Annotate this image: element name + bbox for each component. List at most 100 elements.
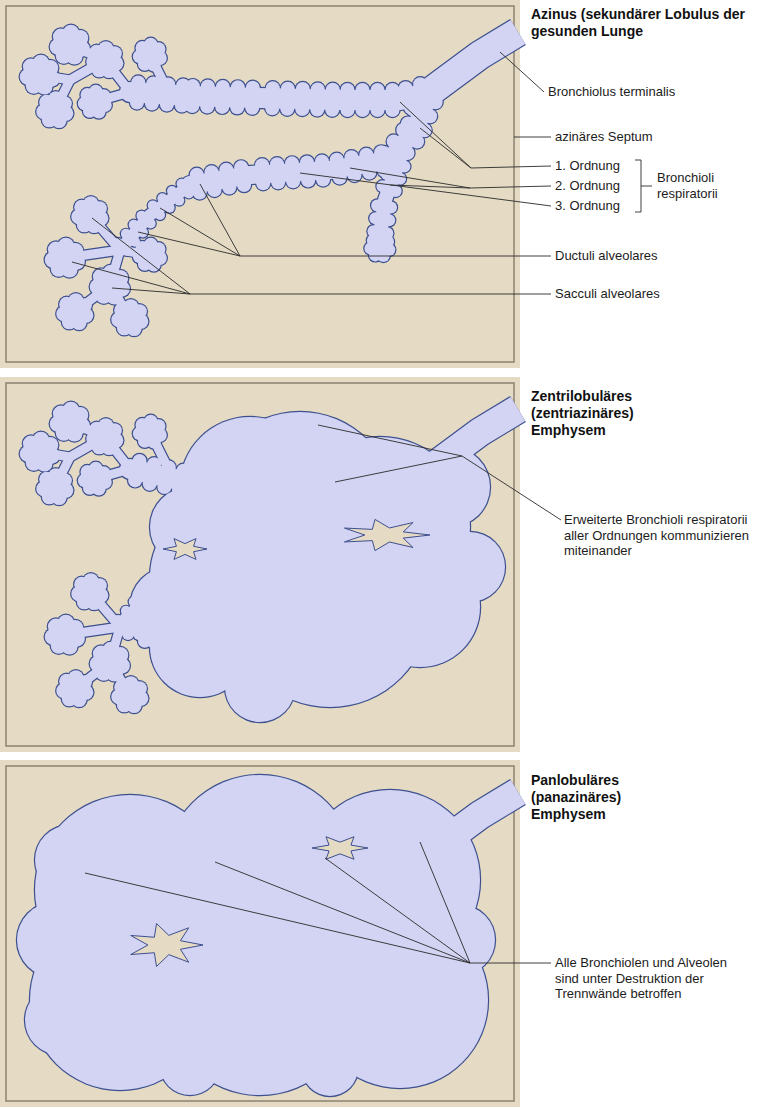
alveolus-lumen (176, 79, 190, 93)
alveolus-lumen (107, 46, 122, 61)
alveolus-lumen (311, 82, 325, 96)
residual-septum (344, 519, 430, 550)
alveolus-lumen (326, 83, 340, 97)
alveolus-lumen (130, 567, 210, 647)
alveolus-lumen (285, 156, 299, 170)
leader-line (420, 842, 470, 963)
alveolus-lumen (134, 610, 146, 622)
alveolus-lumen (97, 466, 111, 480)
alveolus-lumen (160, 1035, 220, 1095)
airway-outline (19, 23, 518, 337)
alveolus-lumen (184, 188, 194, 198)
alveolus-lumen (147, 457, 161, 471)
alveolus-lumen (150, 624, 162, 636)
alveolus-lumen (266, 81, 280, 95)
residual-septum (312, 837, 368, 860)
bronchiole-lumen (130, 92, 430, 100)
alveolus-lumen (265, 101, 279, 115)
leader-line (112, 288, 190, 294)
alveolus-lumen (295, 102, 309, 116)
part-label: 2. Ordnung (555, 178, 620, 194)
leader-lines (72, 52, 561, 963)
leader-line (215, 862, 470, 963)
alveolus-lumen (72, 407, 88, 423)
alveolus-lumen (152, 42, 166, 56)
airway-outline-tubes (40, 32, 518, 318)
alveolus-lumen (77, 298, 92, 313)
alveolus-lumen (341, 83, 355, 97)
alveolus-lumen (150, 487, 230, 567)
alveolus-lumen (176, 464, 190, 478)
part-label: Bronchiolus terminalis (548, 84, 675, 100)
alveolus-lumen (67, 243, 83, 259)
alveolus-lumen (205, 165, 219, 179)
alveolus-lumen (255, 158, 269, 172)
airway-outline (16, 774, 518, 1097)
alveolus-lumen (72, 30, 88, 46)
alveolus-lumen (237, 178, 251, 192)
alveolus-lumen (132, 304, 147, 319)
alveolus-lumen (300, 155, 314, 169)
alveolus-lumen (234, 160, 248, 174)
panel-ground (0, 760, 520, 1107)
leader-line (420, 128, 471, 168)
leader-line (85, 873, 551, 963)
alveolus-lumen (143, 477, 157, 491)
alveolus-lumen (136, 626, 148, 638)
alveolus-lumen (57, 96, 72, 111)
lung-panel (0, 0, 520, 368)
alveolus-lumen (161, 78, 175, 92)
alveolus-lumen (245, 101, 259, 115)
airway-fill-alveoli (20, 25, 443, 336)
alveolus-lumen (271, 175, 285, 189)
alveolus-lumen (256, 176, 270, 190)
alveolus-lumen (67, 620, 83, 636)
airway-fill (20, 402, 518, 722)
alveolus-lumen (177, 620, 189, 632)
alveolus-lumen (376, 180, 388, 192)
alveolus-lumen (356, 103, 370, 117)
alveolus-lumen (132, 681, 147, 696)
alveolus-lumen (398, 160, 410, 172)
alveolus-lumen (112, 270, 128, 286)
alveolus-lumen (325, 103, 339, 117)
lung-panel (0, 760, 520, 1107)
alveolus-lumen (177, 179, 187, 189)
alveolus-lumen (137, 211, 147, 221)
alveolus-lumen (57, 473, 72, 488)
alveolus-lumen (374, 145, 388, 159)
alveolus-lumen (222, 181, 236, 195)
leader-line (138, 232, 240, 256)
alveolus-lumen (42, 437, 58, 453)
alveolus-lumen (280, 102, 294, 116)
alveolus-lumen (362, 166, 376, 180)
part-label: Erweiterte Bronchioli respiratorii aller… (564, 512, 759, 559)
leader-line (335, 456, 462, 482)
alveolus-lumen (164, 622, 176, 634)
alveolus-lumen (240, 850, 420, 1030)
airway-outline-alveoli (16, 774, 496, 1097)
alveolus-lumen (130, 237, 140, 247)
alveolus-lumen (399, 81, 413, 95)
alveolus-lumen (133, 454, 147, 468)
alveolus-lumen (286, 174, 300, 188)
alveolus-lumen (107, 423, 122, 438)
alveolus-lumen (216, 80, 230, 94)
alveolus-lumen (172, 483, 186, 497)
alveolus-lumen (394, 173, 406, 185)
alveolus-lumen (429, 95, 443, 109)
alveolus-lumen (207, 183, 221, 197)
alveolus-lumen (387, 135, 401, 149)
alveolus-lumen (310, 102, 324, 116)
panel-ground (0, 0, 520, 368)
alveolus-lumen (161, 606, 173, 618)
leader-line (160, 208, 551, 256)
acinar-septum-frame (6, 6, 514, 362)
alveolus-lumen (345, 150, 359, 164)
leader-line (300, 173, 551, 206)
alveolus-lumen (162, 460, 176, 474)
panel-heading: Panlobuläres (panazinäres) Emphysem (531, 772, 671, 822)
alveolus-lumen (130, 95, 144, 109)
alveolus-lumen (92, 578, 107, 593)
